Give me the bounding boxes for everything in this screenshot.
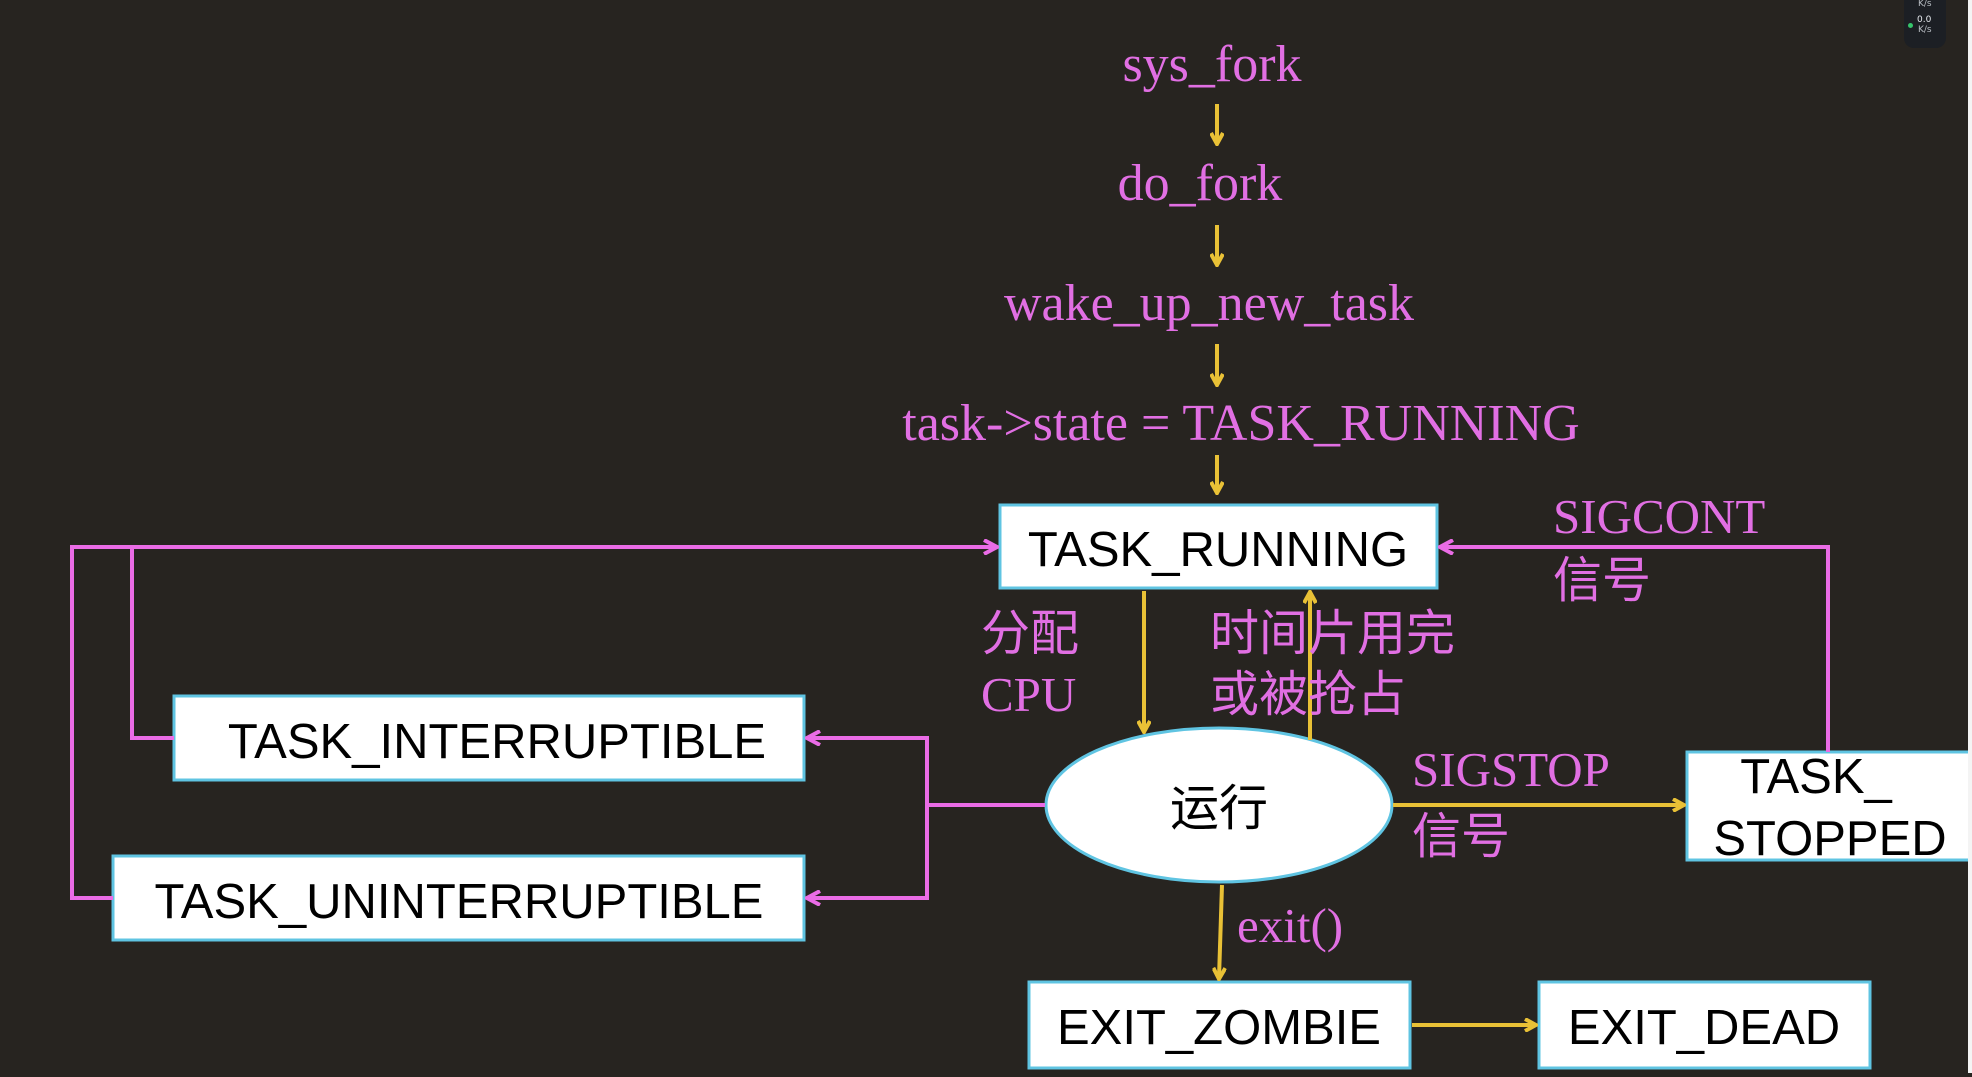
widget-lower-unit: K/s bbox=[1918, 25, 1932, 35]
state-interruptible-label: TASK_INTERRUPTIBLE bbox=[228, 715, 766, 769]
state-box-uninterruptible bbox=[111, 854, 806, 942]
label-preempt-line1: 时间片用完 bbox=[1210, 606, 1455, 661]
widget-upper-unit: K/s bbox=[1918, 0, 1932, 9]
label-sigcont-line2: 信号 bbox=[1553, 553, 1651, 608]
label-sigstop-line1: SIGSTOP bbox=[1412, 742, 1610, 797]
state-uninterruptible-label: TASK_UNINTERRUPTIBLE bbox=[155, 875, 764, 929]
label-exit-call: exit() bbox=[1237, 898, 1343, 953]
state-executing-label: 运行 bbox=[1170, 782, 1268, 836]
arrow-executing-to-zombie bbox=[1219, 884, 1222, 978]
label-preempt-line2: 或被抢占 bbox=[1210, 667, 1406, 722]
state-zombie-label: EXIT_ZOMBIE bbox=[1057, 1001, 1381, 1055]
call-sys-fork: sys_fork bbox=[1122, 36, 1301, 93]
call-set-state: task->state = TASK_RUNNING bbox=[902, 395, 1579, 452]
call-wake-up-new-task: wake_up_new_task bbox=[1004, 275, 1414, 332]
state-stopped-label-line2: STOPPED bbox=[1713, 812, 1946, 866]
status-dot-icon bbox=[1908, 23, 1913, 28]
state-box-stopped bbox=[1685, 750, 1972, 862]
arrow-stopped-to-running bbox=[1441, 547, 1830, 752]
network-speed-widget: K/s 0.0 K/s bbox=[1904, 0, 1946, 48]
arrow-uninterruptible-to-running bbox=[70, 545, 132, 900]
state-box-running bbox=[998, 503, 1439, 590]
state-dead-label: EXIT_DEAD bbox=[1568, 1001, 1840, 1055]
label-assign-cpu-line1: 分配 bbox=[981, 606, 1079, 661]
state-running-label: TASK_RUNNING bbox=[1028, 523, 1408, 577]
label-sigstop-line2: 信号 bbox=[1412, 809, 1510, 864]
arrow-executing-to-interruptible bbox=[808, 738, 1045, 807]
state-stopped-label-line1: TASK_ bbox=[1740, 750, 1892, 804]
arrow-executing-to-uninterruptible bbox=[808, 805, 929, 898]
arrow-interruptible-to-running bbox=[130, 547, 996, 740]
widget-speed-value: 0.0 bbox=[1917, 15, 1932, 25]
label-sigcont-line1: SIGCONT bbox=[1553, 489, 1765, 544]
window-edge bbox=[1968, 0, 1972, 1073]
state-box-zombie bbox=[1027, 980, 1412, 1070]
state-ellipse-executing bbox=[1044, 726, 1394, 884]
state-box-dead bbox=[1537, 980, 1872, 1070]
label-assign-cpu-line2: CPU bbox=[981, 667, 1076, 722]
state-box-interruptible bbox=[172, 694, 806, 782]
call-do-fork: do_fork bbox=[1118, 155, 1283, 212]
